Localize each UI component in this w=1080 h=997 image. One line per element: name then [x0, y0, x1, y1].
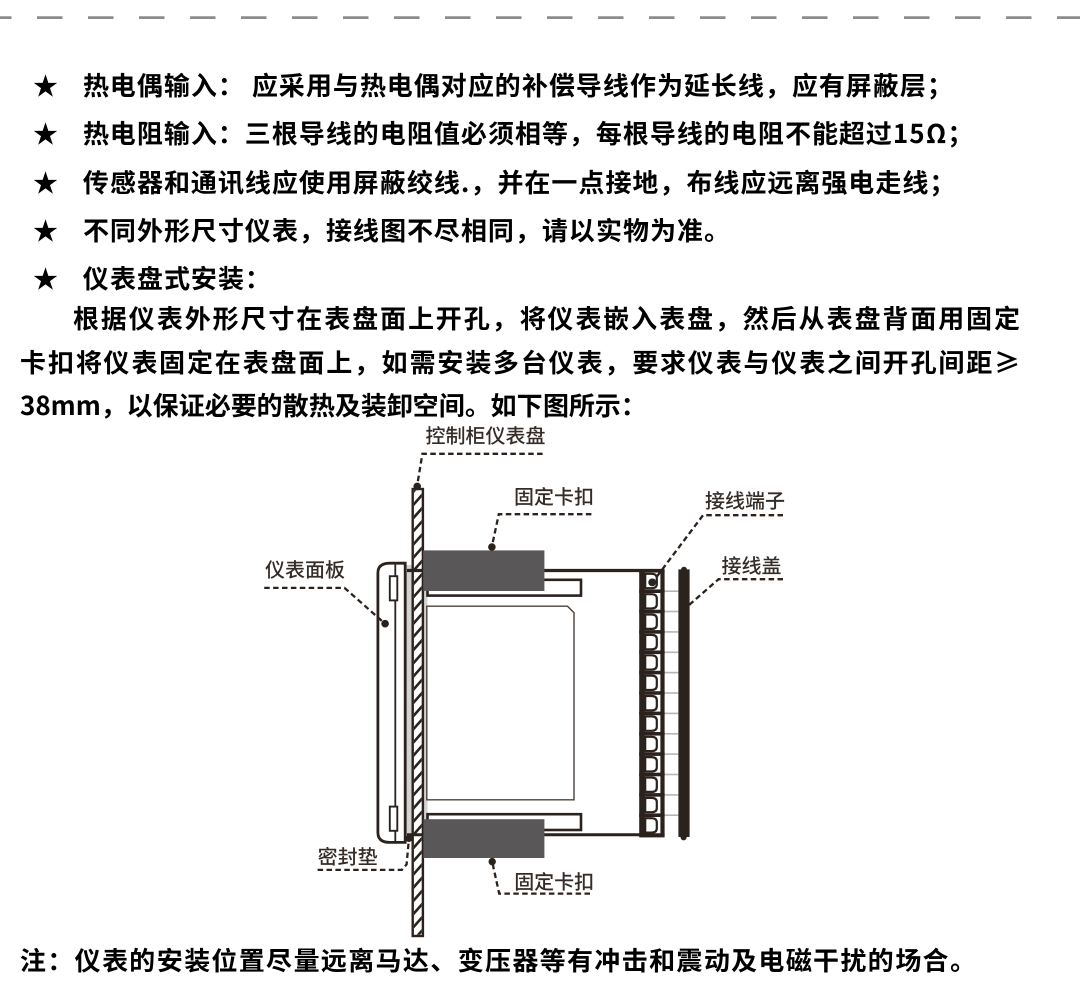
- paragraph-line: 卡扣将仪表固定在表盘面上，如需安装多台仪表，要求仪表与仪表之间开孔间距≥: [20, 342, 1020, 380]
- fixing-clip-top-shape: [423, 550, 545, 591]
- bullet-item: ★ 热电偶输入： 应采用与热电偶对应的补偿导线作为延长线，应有屏蔽层；: [33, 66, 954, 103]
- leader-cover: [688, 578, 783, 607]
- diagram-label-cover: 接线盖: [721, 549, 782, 579]
- paragraph-line: 根据仪表外形尺寸在表盘面上开孔，将仪表嵌入表盘，然后从表盘背面用固定: [73, 299, 1020, 337]
- leader-terminal: [648, 514, 783, 587]
- terminal-block-shape: [639, 569, 679, 838]
- leader-gasket: [317, 835, 413, 872]
- front-panel-shape: [376, 561, 407, 844]
- bullet-text: 热电偶输入： 应采用与热电偶对应的补偿导线作为延长线，应有屏蔽层；: [82, 66, 954, 103]
- star-bullet-icon: ★: [33, 260, 60, 297]
- bottom-note: 注：仪表的安装位置尽量远离马达、变压器等有冲击和震动及电磁干扰的场合。: [20, 941, 978, 979]
- bullet-text: 传感器和通讯线应使用屏蔽绞线.，并在一点接地，布线应远离强电走线；: [82, 162, 957, 200]
- bullet-item: ★ 热电阻输入：三根导线的电阻值必须相等，每根导线的电阻不能超过15Ω；: [33, 114, 975, 152]
- wiring-cover-shape: [678, 566, 690, 841]
- star-bullet-icon: ★: [33, 115, 60, 152]
- leader-front-panel: [264, 586, 389, 628]
- diagram-label-terminal: 接线端子: [705, 484, 785, 514]
- installation-diagram: [264, 452, 783, 938]
- star-bullet-icon: ★: [33, 211, 60, 248]
- instrument-body-shape: [426, 605, 575, 801]
- diagram-label-clip-top: 固定卡扣: [514, 480, 594, 510]
- installation-paragraph: 根据仪表外形尺寸在表盘面上开孔，将仪表嵌入表盘，然后从表盘背面用固定 卡扣将仪表…: [20, 296, 1020, 427]
- bullet-text: 不同外形尺寸仪表，接线图不尽相同，请以实物为准。: [82, 210, 731, 248]
- paragraph-line: 38mm，以保证必要的散热及装卸空间。如下图所示：: [20, 386, 647, 424]
- bullet-item: ★ 不同外形尺寸仪表，接线图不尽相同，请以实物为准。: [33, 210, 731, 248]
- bullet-item: ★ 仪表盘式安装：: [33, 259, 272, 297]
- fixing-clip-bottom-shape: [423, 819, 545, 858]
- diagram-label-clip-bottom: 固定卡扣: [514, 865, 595, 895]
- leader-panel: [413, 452, 543, 491]
- diagram-label-gasket: 密封垫: [317, 840, 378, 870]
- star-bullet-icon: ★: [33, 163, 60, 200]
- diagram-label-cabinet-panel: 控制柜仪表盘: [425, 420, 546, 449]
- leader-clip-top: [488, 513, 592, 551]
- bullet-text: 仪表盘式安装：: [82, 259, 272, 297]
- bullet-text: 热电阻输入：三根导线的电阻值必须相等，每根导线的电阻不能超过15Ω；: [82, 114, 975, 152]
- star-bullet-icon: ★: [33, 67, 60, 103]
- bullet-item: ★ 传感器和通讯线应使用屏蔽绞线.，并在一点接地，布线应远离强电走线；: [33, 162, 957, 200]
- leader-clip-bottom: [488, 857, 590, 895]
- diagram-label-front-panel: 仪表面板: [265, 554, 345, 583]
- cabinet-panel-shape: [411, 487, 425, 938]
